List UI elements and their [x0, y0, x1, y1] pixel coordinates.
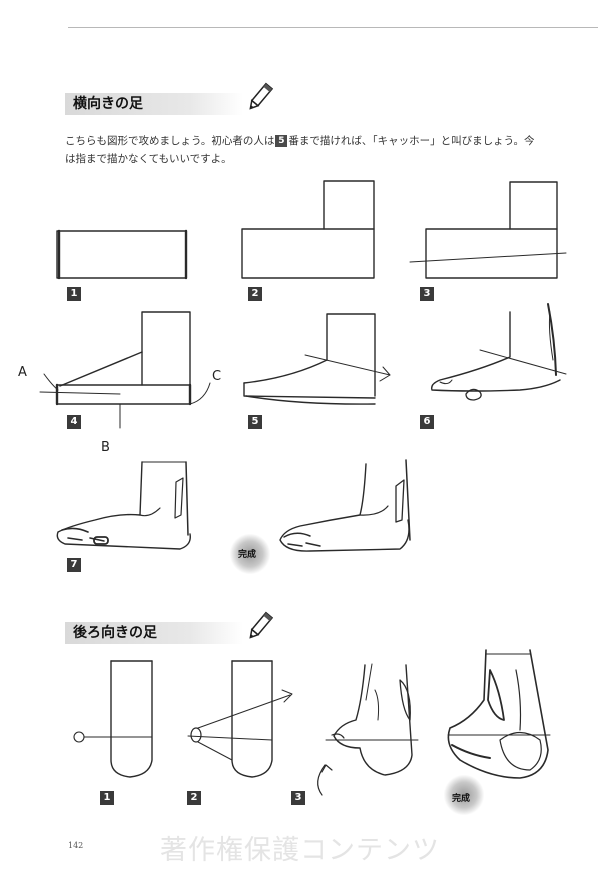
side-complete-sketch: [279, 459, 411, 552]
back-step-badge-2: 2: [187, 791, 201, 805]
section-heading-back-foot: 後ろ向きの足: [65, 611, 273, 644]
back-complete-badge-bg: [444, 775, 484, 815]
label-a: A: [18, 365, 27, 380]
section-title: 横向きの足: [73, 96, 143, 112]
intro-text-2: 番まで描ければ、「キャッホー」と叫びましょう。今: [288, 135, 535, 147]
back-step-badge-1: 1: [100, 791, 114, 805]
section-title: 後ろ向きの足: [73, 625, 157, 641]
pencil-icon: [249, 611, 273, 639]
side-step7-sketch: [56, 461, 191, 550]
step-badge-3: 3: [420, 287, 434, 301]
intro-text-1: こちらも図形で攻めましょう。初心者の人は: [65, 135, 275, 147]
side-step2-sketch: [241, 180, 375, 279]
side-step6-sketch: [430, 303, 567, 401]
side-step4-sketch: A B C: [18, 311, 221, 455]
top-rule: [68, 27, 598, 28]
back-step3-sketch: [317, 663, 419, 796]
back-complete-sketch: [447, 649, 551, 779]
step-badge-6: 6: [420, 415, 434, 429]
complete-label: 完成: [238, 550, 257, 560]
label-c: C: [212, 369, 221, 384]
step-badge-4: 4: [67, 415, 81, 429]
step-badge-2: 2: [248, 287, 262, 301]
side-step3-sketch: [409, 181, 567, 279]
side-step5-sketch: [243, 313, 391, 405]
side-step1-sketch: [56, 229, 188, 280]
step-number-box: 5: [275, 135, 288, 147]
label-b: B: [101, 440, 110, 455]
step-badge-5: 5: [248, 415, 262, 429]
intro-text-3: は指まで描かなくてもいいですよ。: [65, 153, 232, 165]
pencil-icon: [249, 82, 273, 110]
back-complete-label: 完成: [452, 794, 471, 804]
back-step-badge-3: 3: [291, 791, 305, 805]
complete-badge-bg: [230, 534, 270, 574]
back-step1-sketch: [73, 660, 153, 778]
step-badge-7: 7: [67, 558, 81, 572]
watermark: 著作権保護コンテンツ: [160, 835, 440, 866]
section-heading-side-foot: 横向きの足: [65, 82, 273, 115]
page-number: 142: [68, 841, 84, 850]
back-step2-sketch: [187, 660, 293, 778]
step-badge-1: 1: [67, 287, 81, 301]
